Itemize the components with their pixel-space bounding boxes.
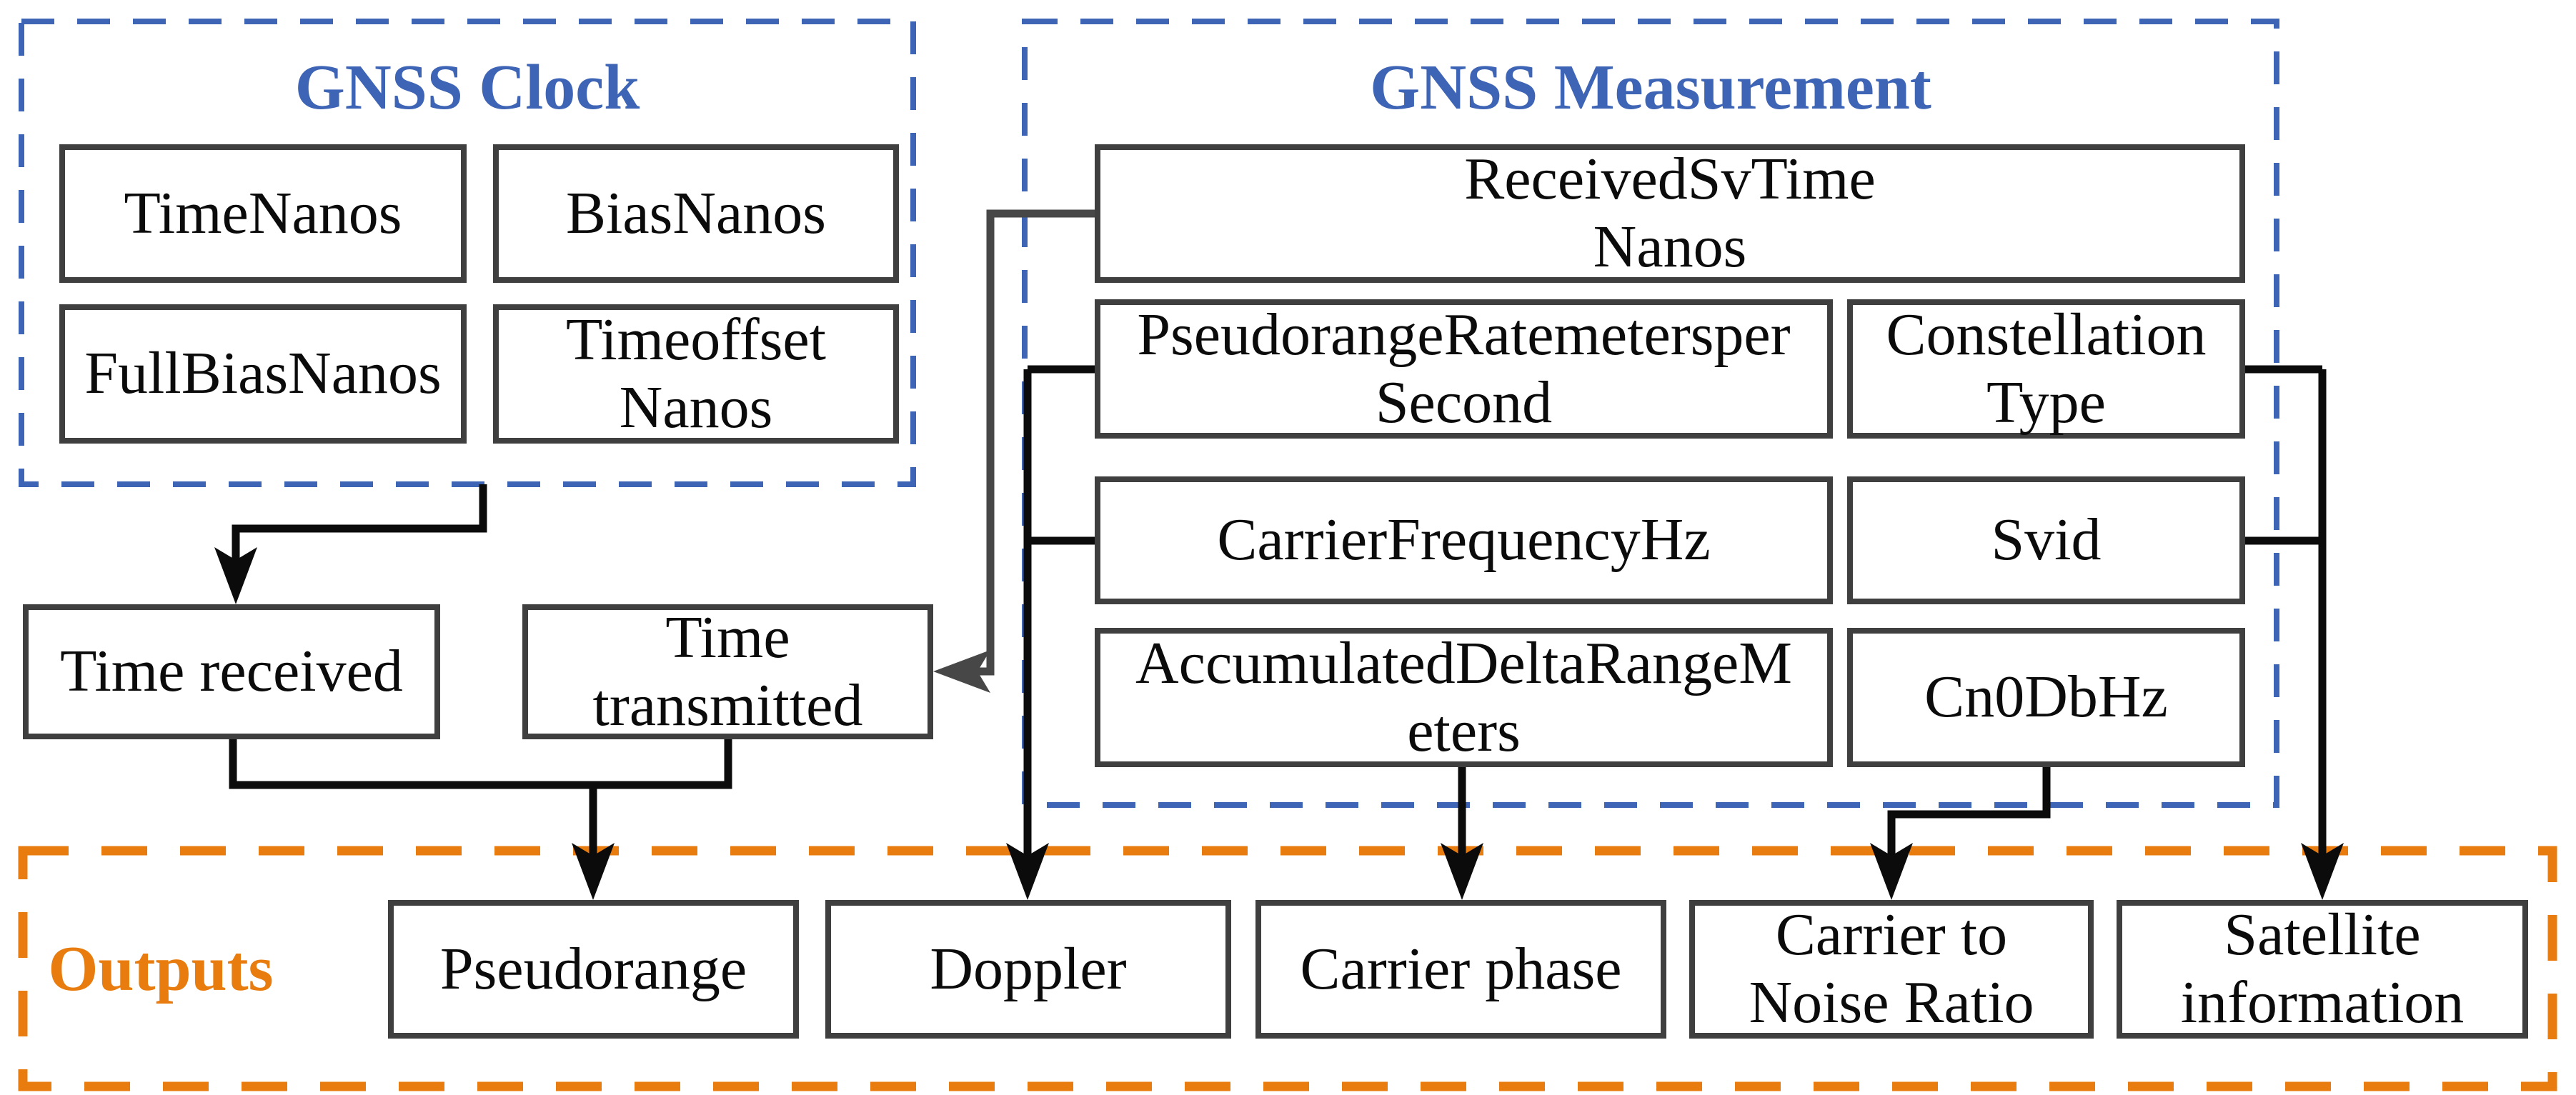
field-accumulateddeltarangemeters: AccumulatedDeltaRangeM eters (1095, 628, 1833, 767)
output-carrier-phase: Carrier phase (1255, 900, 1666, 1039)
gnss-clock-title: GNSS Clock (294, 52, 640, 123)
connector-cn0dbhz-to-carrier-to-noise (1887, 767, 2051, 859)
connector-times-to-pseudorange (229, 739, 732, 859)
arrowhead-carrier-phase (1441, 843, 1483, 900)
node-time-received: Time received (23, 604, 440, 739)
arrowhead-time-received (214, 547, 257, 604)
connector-constellation-svid-to-satellite-info (2245, 365, 2327, 859)
arrowhead-satellite-information (2301, 843, 2344, 900)
field-carrierfrequencyhz: CarrierFrequencyHz (1095, 476, 1833, 604)
output-carrier-to-noise-ratio: Carrier to Noise Ratio (1689, 900, 2094, 1039)
outputs-title: Outputs (48, 934, 274, 1004)
field-fullbiasnanos: FullBiasNanos (59, 304, 467, 444)
output-pseudorange: Pseudorange (388, 900, 799, 1039)
outputs-group-frame (18, 846, 2557, 1091)
connector-clock-to-time-received (232, 484, 487, 563)
connector-pseudorangerate-carrierfrequency-to-doppler (1023, 365, 1095, 859)
field-svid: Svid (1847, 476, 2245, 604)
arrowhead-pseudorange (572, 843, 615, 900)
node-time-transmitted: Time transmitted (522, 604, 933, 739)
arrowhead-carrier-to-noise (1870, 843, 1913, 900)
field-pseudorangeratemeterspersecond: PseudorangeRatemetersper Second (1095, 299, 1833, 439)
output-doppler: Doppler (825, 900, 1231, 1039)
field-biasnanos: BiasNanos (493, 144, 899, 283)
field-cn0dbhz: Cn0DbHz (1847, 628, 2245, 767)
field-constellationtype: Constellation Type (1847, 299, 2245, 439)
arrowhead-time-transmitted (933, 650, 990, 693)
gnss-clock-group-frame (19, 19, 916, 487)
gnss-measurement-title: GNSS Measurement (1370, 52, 1931, 123)
field-timenanos: TimeNanos (59, 144, 467, 283)
connector-receivedsvtime-to-time-transmitted (978, 209, 1095, 676)
field-timeoffsetnanos: Timeoffset Nanos (493, 304, 899, 444)
arrowhead-doppler (1006, 843, 1049, 900)
field-receivedsvtimenanos: ReceivedSvTime Nanos (1095, 144, 2245, 283)
output-satellite-information: Satellite information (2117, 900, 2528, 1039)
